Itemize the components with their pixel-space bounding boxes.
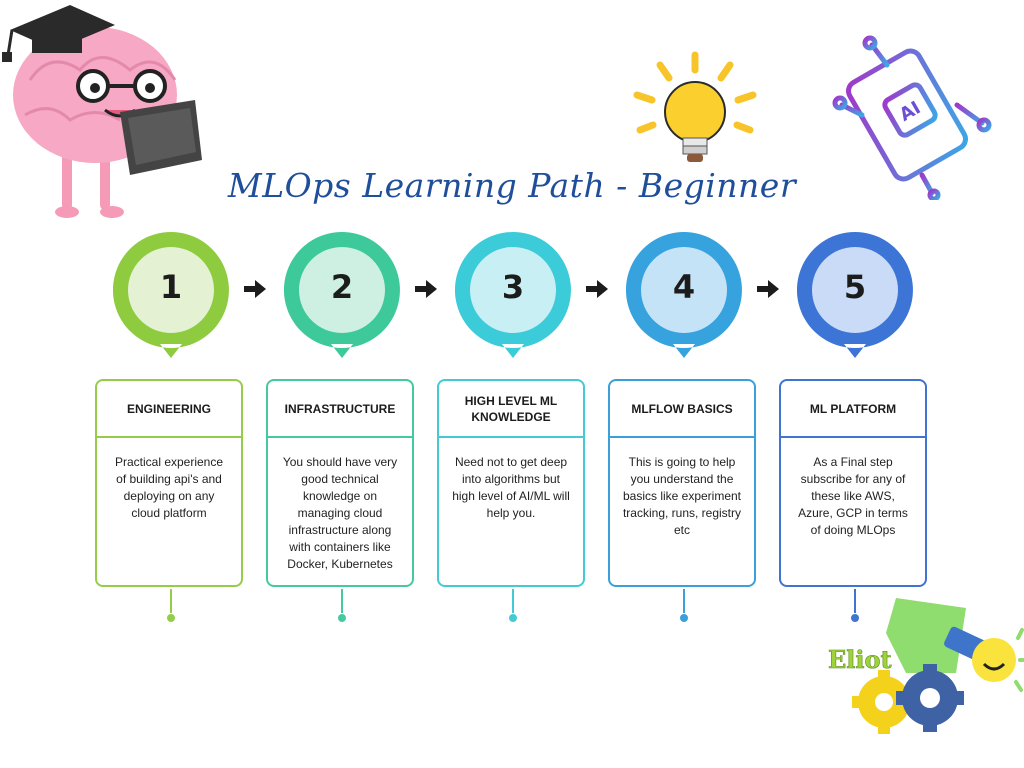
eliot-logo: Eliot xyxy=(828,598,1024,734)
connector-dot xyxy=(167,614,175,622)
step-card: ML PLATFORM As a Final step subscribe fo… xyxy=(779,379,927,587)
connector-line xyxy=(854,589,856,613)
arrow-icon xyxy=(757,280,779,298)
ai-chip-icon: AI xyxy=(832,35,992,200)
step-title: HIGH LEVEL ML KNOWLEDGE xyxy=(439,381,583,438)
connector-line xyxy=(683,589,685,613)
step-number: 4 xyxy=(672,268,696,306)
step-card: MLFLOW BASICS This is going to help you … xyxy=(608,379,756,587)
step-marker xyxy=(284,232,400,358)
step-title: INFRASTRUCTURE xyxy=(268,381,412,438)
page-title: MLOps Learning Path - Beginner xyxy=(227,166,797,205)
connector-line xyxy=(170,589,172,613)
lightbulb-icon xyxy=(633,51,757,162)
step-card: INFRASTRUCTURE You should have very good… xyxy=(266,379,414,587)
connector-dot xyxy=(851,614,859,622)
arrow-icon xyxy=(415,280,437,298)
step-description: Practical experience of building api's a… xyxy=(114,455,224,520)
connector-line xyxy=(341,589,343,613)
step-title: MLFLOW BASICS xyxy=(610,381,754,438)
step-description: This is going to help you understand the… xyxy=(622,455,742,537)
step-card: ENGINEERING Practical experience of buil… xyxy=(95,379,243,587)
arrow-icon xyxy=(244,280,266,298)
step-title: ML PLATFORM xyxy=(781,381,925,438)
step-card: HIGH LEVEL ML KNOWLEDGE Need not to get … xyxy=(437,379,585,587)
step-description: You should have very good technical know… xyxy=(282,455,398,571)
connector-line xyxy=(512,589,514,613)
step-number: 3 xyxy=(501,268,525,306)
step-marker xyxy=(797,232,913,358)
svg-text:AI: AI xyxy=(896,97,924,126)
step-description: Need not to get deep into algorithms but… xyxy=(452,455,570,520)
connector-dot xyxy=(338,614,346,622)
arrow-icon xyxy=(586,280,608,298)
step-title: ENGINEERING xyxy=(97,381,241,438)
step-marker xyxy=(626,232,742,358)
connector-dot xyxy=(680,614,688,622)
step-marker xyxy=(113,232,229,358)
step-number: 5 xyxy=(843,268,867,306)
step-number: 1 xyxy=(159,268,183,306)
brain-mascot-illustration xyxy=(2,5,202,218)
step-marker xyxy=(455,232,571,358)
step-description: As a Final step subscribe for any of the… xyxy=(798,455,908,537)
logo-text: Eliot xyxy=(828,645,892,674)
step-number: 2 xyxy=(330,268,354,306)
connector-dot xyxy=(509,614,517,622)
